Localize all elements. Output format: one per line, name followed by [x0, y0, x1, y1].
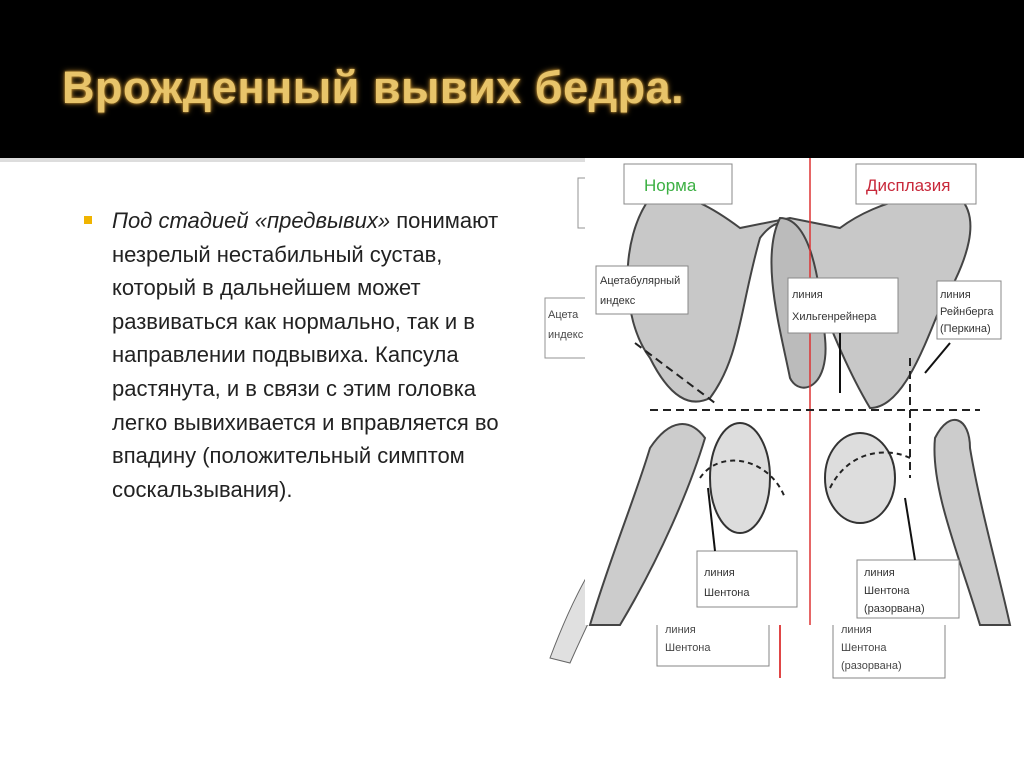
- hip-dysplasia-diagram: Ацета индекс линия Шентона линия Шентона…: [544, 158, 1024, 679]
- dysplasia-label: Дисплазия: [866, 176, 950, 195]
- shenton-left-label-2: Шентона: [704, 587, 750, 599]
- back-shenton-right-1: линия: [841, 624, 872, 636]
- norm-label: Норма: [644, 176, 697, 195]
- slide-title: Врожденный вывих бедра.: [62, 62, 685, 113]
- shenton-right-label-1: линия: [864, 567, 895, 579]
- back-shenton-left-1: линия: [665, 624, 696, 636]
- reinberg-label-1: линия: [940, 289, 971, 301]
- bullet-marker: [84, 216, 92, 224]
- back-shenton-right-2: Шентона: [841, 642, 887, 654]
- bullet-text-body: понимают незрелый нестабильный сустав, к…: [112, 208, 499, 502]
- bullet-text-italic: Под стадией «предвывих»: [112, 208, 391, 233]
- left-femur-drawing: [588, 423, 707, 626]
- shenton-left-label-1: линия: [704, 567, 735, 579]
- title-bar: Врожденный вывих бедра.: [0, 0, 1024, 158]
- bullet-text: Под стадией «предвывих» понимают незрелы…: [112, 204, 512, 506]
- reinberg-label-3: (Перкина): [940, 323, 991, 335]
- norm-label-box: [623, 163, 733, 205]
- back-shenton-right-3: (разорвана): [841, 660, 902, 672]
- shenton-right-label-3: (разорвана): [864, 603, 925, 615]
- right-femur-drawing: [933, 418, 1012, 626]
- back-shenton-left-2: Шентона: [665, 642, 711, 654]
- divider: [0, 158, 590, 162]
- diagram-front-layer: Норма Дисплазия Ацетабулярный индекс лин…: [585, 158, 1024, 626]
- reinberg-label-2: Рейнберга: [940, 306, 994, 318]
- hilgenreiner-label-1: линия: [792, 289, 823, 301]
- acetabular-label-2: индекс: [600, 295, 636, 307]
- dysplasia-label-box: [855, 163, 977, 205]
- hilgenreiner-label-2: Хильгенрейнера: [792, 311, 877, 323]
- back-acetabular-label-1: Ацета: [548, 309, 579, 321]
- acetabular-label-1: Ацетабулярный: [600, 275, 680, 287]
- shenton-right-label-2: Шентона: [864, 585, 910, 597]
- back-acetabular-label-2: индекс: [548, 329, 584, 341]
